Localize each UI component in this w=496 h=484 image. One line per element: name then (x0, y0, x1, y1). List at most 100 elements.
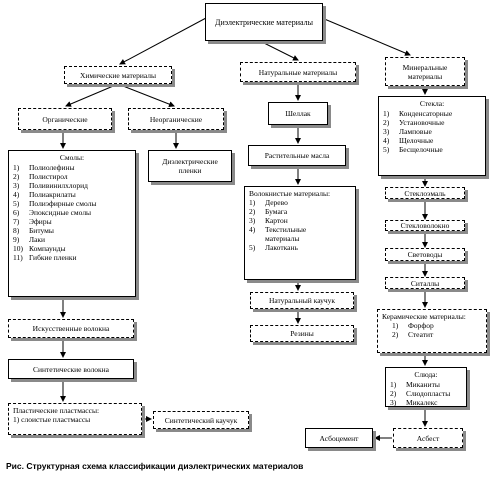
node-dielectric-films-label: Диэлектрические пленки (162, 157, 218, 175)
resins-item-8-text: Битумы (29, 226, 54, 235)
node-natural-materials: Натуральные материалы (240, 62, 356, 82)
fibrous-item-4-text: Текстильные материалы (265, 225, 307, 243)
node-artificial-fibers-label: Искусственные волокна (32, 324, 110, 333)
fibrous-item: 1)Дерево (249, 198, 288, 207)
node-glass: Стекла: 1)Конденсаторные 2)Установочные … (378, 96, 486, 176)
mica-item-3-text: Микалекс (406, 398, 438, 407)
glass-title: Стекла: (419, 99, 445, 108)
fibrous-list: 1)Дерево 2)Бумага 3)Картон 4)Текстильные… (249, 198, 351, 252)
node-inorganic: Неорганические (128, 108, 224, 130)
resins-item-4-text: Полиакрилаты (29, 190, 76, 199)
mica-item: 3)Микалекс (390, 398, 438, 407)
node-synthetic-fibers: Синтетические волокна (8, 359, 134, 379)
node-dielectric-films: Диэлектрические пленки (148, 150, 232, 182)
plastics-item: 1) слоистые пластмассы (13, 415, 91, 424)
glass-item: 3)Ламповые (383, 127, 432, 136)
node-synthetic-fibers-label: Синтетические волокна (32, 364, 110, 374)
ceramics-item-1-text: Форфор (408, 321, 434, 330)
resins-item-9-text: Лаки (29, 235, 46, 244)
node-resins: Смолы: 1)Полиолефины 2)Полистирол 3)Поли… (8, 150, 136, 297)
node-vegetable-oils-label: Растительные масла (264, 151, 330, 160)
glass-item-2-text: Установочные (399, 118, 445, 127)
resins-item: 6)Эпоксидные смолы (13, 208, 92, 217)
node-chemical-materials: Химические материалы (64, 66, 172, 84)
node-inorganic-label: Неорганические (149, 114, 203, 124)
node-glass-fiber: Стекловолокно (385, 220, 465, 231)
resins-title: Смолы: (59, 153, 85, 162)
node-asbestos: Асбест (393, 428, 463, 448)
resins-item: 7)Эфиры (13, 217, 52, 226)
node-asbestos-cement: Асбоцемент (305, 428, 373, 448)
node-natural-rubber: Натуральный каучук (250, 292, 354, 309)
fibrous-item: 5)Лакоткань (249, 243, 298, 252)
fibrous-item: 4)Текстильные материалы (249, 225, 351, 243)
resins-item: 4)Полиакрилаты (13, 190, 76, 199)
node-ceramic-materials: Керамические материалы: 1)Форфор 2)Стеат… (377, 309, 487, 353)
fibrous-title: Волокнистые материалы: (249, 189, 331, 198)
node-glass-fiber-label: Стекловолокно (400, 221, 450, 230)
ceramics-title: Керамические материалы: (382, 312, 466, 321)
node-dielectric-materials: Диэлектрические материалы (205, 3, 323, 41)
glass-item: 2)Установочные (383, 118, 445, 127)
resins-item: 8)Битумы (13, 226, 54, 235)
glass-list: 1)Конденсаторные 2)Установочные 3)Лампов… (383, 109, 481, 154)
ceramics-item: 2)Стеатит (392, 330, 434, 339)
mica-item-1-text: Миканиты (406, 380, 440, 389)
node-asbestos-cement-label: Асбоцемент (319, 433, 359, 443)
ceramics-item-2-text: Стеатит (408, 330, 434, 339)
resins-item: 11)Гибкие пленки (13, 253, 77, 262)
plastics-title: Пластические пластмассы: (13, 406, 100, 415)
resins-item-1-text: Полиолефины (29, 163, 75, 172)
node-synthetic-rubber: Синтетический каучук (153, 411, 249, 429)
node-chemical-materials-label: Химические материалы (79, 70, 157, 80)
glass-item: 1)Конденсаторные (383, 109, 453, 118)
fibrous-item-3-text: Картон (265, 216, 288, 225)
resins-item: 2)Полистирол (13, 172, 68, 181)
resins-list: 1)Полиолефины 2)Полистирол 3)Поливинилхл… (13, 163, 131, 262)
node-sitalls: Ситаллы (385, 277, 465, 289)
resins-item: 10)Компаунды (13, 244, 66, 253)
node-organic: Органические (18, 108, 112, 130)
fibrous-item-2-text: Бумага (265, 207, 288, 216)
plastics-list: 1) слоистые пластмассы (13, 415, 137, 424)
node-vegetable-oils: Растительные масла (248, 145, 346, 166)
mica-title: Слюда: (414, 370, 438, 379)
glass-item-5-text: Бесщелочные (399, 145, 443, 154)
plastics-item-1-text: слоистые пластмассы (21, 415, 91, 424)
resins-item: 9)Лаки (13, 235, 46, 244)
node-asbestos-label: Асбест (416, 433, 440, 443)
fibrous-item-1-text: Дерево (265, 198, 288, 207)
resins-item: 1)Полиолефины (13, 163, 75, 172)
figure-caption: Рис. Структурная схема классификации диэ… (6, 461, 304, 471)
node-sitalls-label: Ситаллы (410, 278, 440, 288)
ceramics-item: 1)Форфор (392, 321, 434, 330)
fibrous-item: 2)Бумага (249, 207, 288, 216)
mica-item-2-text: Слюдопласты (406, 389, 451, 398)
glass-item: 5)Бесщелочные (383, 145, 443, 154)
node-natural-rubber-label: Натуральный каучук (268, 296, 336, 305)
resins-item-2-text: Полистирол (29, 172, 68, 181)
resins-item: 5)Полиэфирные смолы (13, 199, 97, 208)
mica-item: 2)Слюдопласты (390, 389, 451, 398)
node-light-guides-label: Световоды (407, 250, 443, 259)
node-natural-materials-label: Натуральные материалы (258, 67, 338, 77)
resins-item-5-text: Полиэфирные смолы (29, 199, 97, 208)
node-shellac-label: Шеллак (285, 109, 311, 118)
node-rubbers-label: Резины (290, 329, 314, 338)
resins-item-7-text: Эфиры (29, 217, 52, 226)
mica-list: 1)Миканиты 2)Слюдопласты 3)Микалекс (390, 380, 462, 407)
node-mica: Слюда: 1)Миканиты 2)Слюдопласты 3)Микале… (385, 367, 467, 407)
glass-item: 4)Щелочные (383, 136, 434, 145)
resins-item-11-text: Гибкие пленки (29, 253, 77, 262)
glass-item-3-text: Ламповые (399, 127, 432, 136)
node-fibrous-materials: Волокнистые материалы: 1)Дерево 2)Бумага… (244, 186, 356, 280)
node-artificial-fibers: Искусственные волокна (8, 319, 134, 338)
node-dielectric-materials-label: Диэлектрические материалы (215, 17, 313, 27)
resins-item: 3)Поливинилхлорид (13, 181, 88, 190)
resins-item-10-text: Компаунды (29, 244, 66, 253)
glass-item-1-text: Конденсаторные (399, 109, 453, 118)
node-mineral-materials: Минеральные материалы (385, 57, 465, 86)
node-light-guides: Световоды (385, 248, 465, 261)
